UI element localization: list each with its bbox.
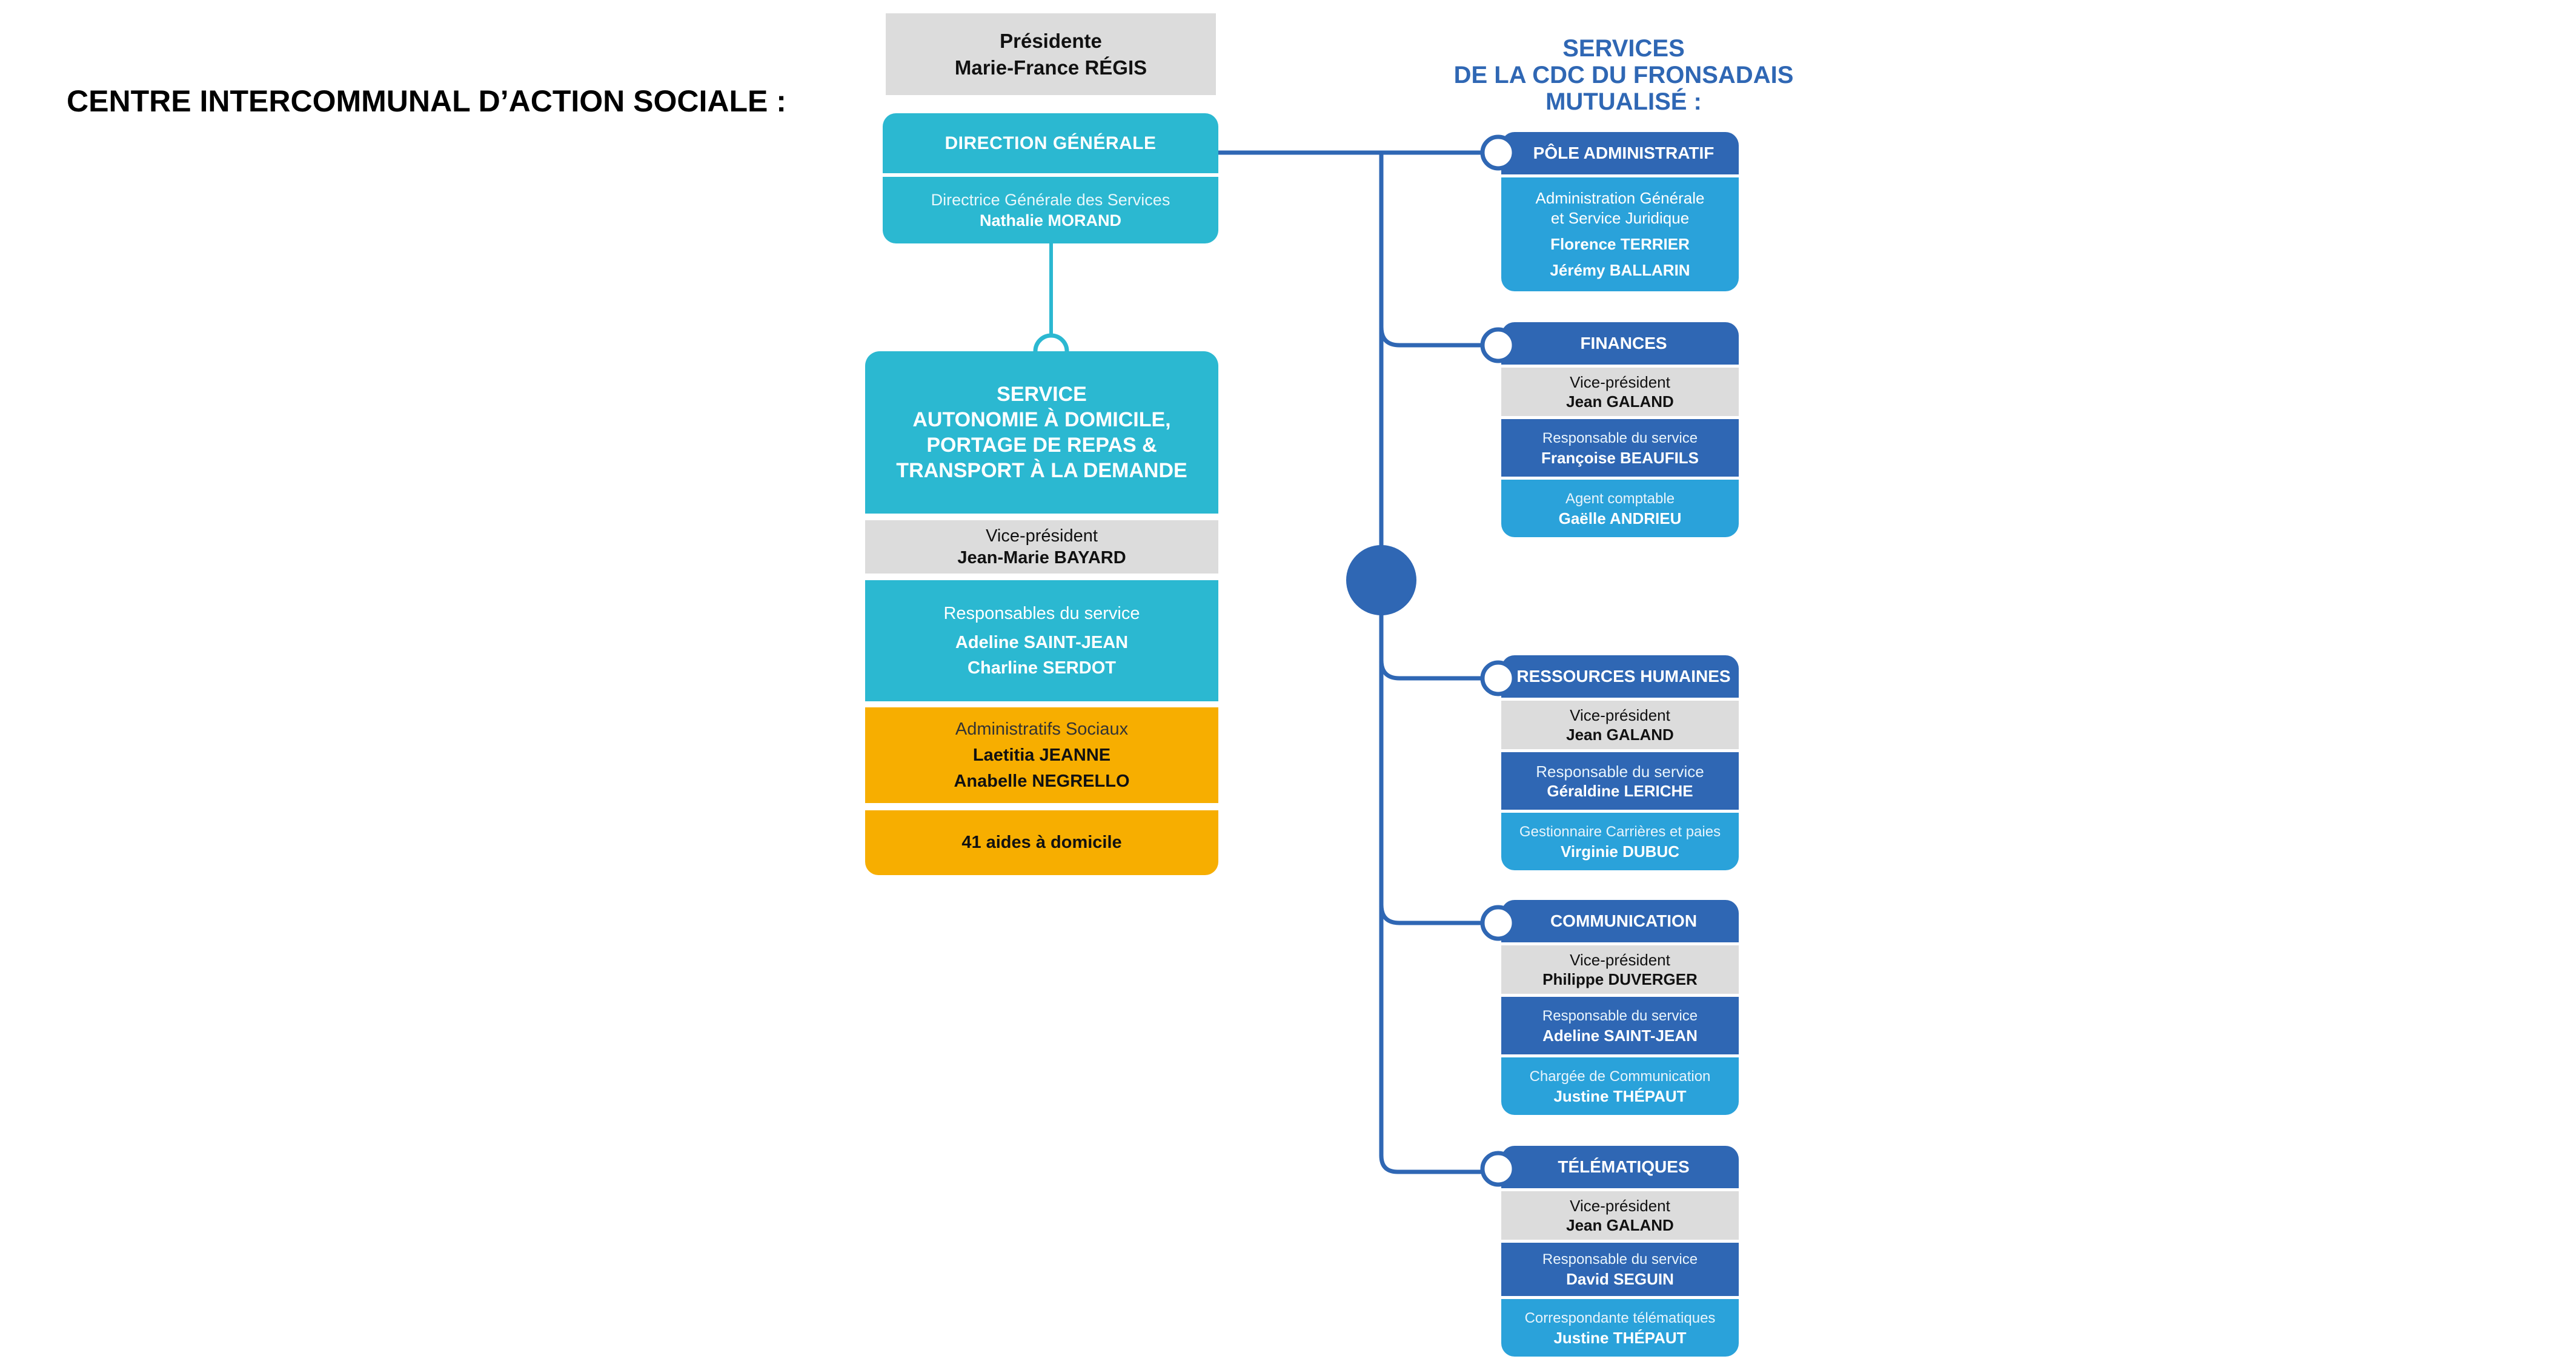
service-header: SERVICE AUTONOMIE À DOMICILE, PORTAGE DE… bbox=[865, 351, 1218, 514]
trunk-center-dot bbox=[1346, 545, 1416, 615]
tele-resp: Responsable du service David SEGUIN bbox=[1501, 1243, 1739, 1296]
finances-resp-name: Françoise BEAUFILS bbox=[1541, 448, 1699, 467]
direction-body: Directrice Générale des Services Nathali… bbox=[883, 177, 1218, 243]
service-vp-role: Vice-président bbox=[986, 526, 1098, 546]
page-title: CENTRE INTERCOMMUNAL D’ACTION SOCIALE : bbox=[67, 84, 786, 118]
pole-admin-desc: et Service Juridique bbox=[1550, 209, 1690, 227]
comm-extra-role: Chargée de Communication bbox=[1529, 1068, 1711, 1085]
service-administratifs: Administratifs Sociaux Laetitia JEANNE A… bbox=[865, 707, 1218, 803]
service-line: SERVICE bbox=[997, 383, 1087, 406]
president-name: Marie-France RÉGIS bbox=[954, 56, 1147, 79]
tele-extra-name: Justine THÉPAUT bbox=[1553, 1328, 1687, 1347]
services-title-line: DE LA CDC DU FRONSADAIS bbox=[1453, 62, 1794, 88]
rh-extra: Gestionnaire Carrières et paies Virginie… bbox=[1501, 813, 1739, 870]
rh-header: RESSOURCES HUMAINES bbox=[1501, 655, 1739, 698]
finances-extra: Agent comptable Gaëlle ANDRIEU bbox=[1501, 480, 1739, 537]
tele-extra: Correspondante télématiques Justine THÉP… bbox=[1501, 1299, 1739, 1357]
services-title: SERVICES DE LA CDC DU FRONSADAIS MUTUALI… bbox=[1442, 35, 1805, 115]
finances-resp: Responsable du service Françoise BEAUFIL… bbox=[1501, 419, 1739, 477]
pole-admin-desc: Administration Générale bbox=[1535, 189, 1705, 207]
tele-resp-role: Responsable du service bbox=[1542, 1251, 1698, 1268]
branch-rh bbox=[1379, 660, 1487, 681]
service-line: PORTAGE DE REPAS & bbox=[926, 434, 1157, 457]
finances-vp: Vice-président Jean GALAND bbox=[1501, 368, 1739, 416]
comm-header: COMMUNICATION bbox=[1501, 900, 1739, 942]
pole-admin-name: Jérémy BALLARIN bbox=[1550, 261, 1690, 279]
pole-admin-header: PÔLE ADMINISTRATIF bbox=[1501, 132, 1739, 174]
tele-vp: Vice-président Jean GALAND bbox=[1501, 1191, 1739, 1240]
finances-vp-role: Vice-président bbox=[1570, 373, 1670, 391]
branch-finances bbox=[1379, 326, 1487, 348]
comm-extra-name: Justine THÉPAUT bbox=[1553, 1086, 1687, 1105]
service-resp-name: Adeline SAINT-JEAN bbox=[955, 633, 1129, 652]
service-adm-name: Laetitia JEANNE bbox=[972, 745, 1111, 765]
rh-vp-name: Jean GALAND bbox=[1566, 726, 1674, 744]
service-line: TRANSPORT À LA DEMANDE bbox=[896, 459, 1187, 482]
rh-extra-name: Virginie DUBUC bbox=[1561, 842, 1679, 861]
service-adm-role: Administratifs Sociaux bbox=[955, 719, 1129, 739]
service-responsables: Responsables du service Adeline SAINT-JE… bbox=[865, 580, 1218, 701]
rh-vp-role: Vice-président bbox=[1570, 706, 1670, 724]
finances-resp-role: Responsable du service bbox=[1542, 429, 1698, 446]
comm-resp-role: Responsable du service bbox=[1542, 1007, 1698, 1024]
finances-extra-name: Gaëlle ANDRIEU bbox=[1558, 509, 1682, 527]
direction-header: DIRECTION GÉNÉRALE bbox=[883, 113, 1218, 173]
finances-header: FINANCES bbox=[1501, 322, 1739, 365]
rh-resp-name: Géraldine LERICHE bbox=[1547, 781, 1693, 800]
services-title-line: MUTUALISÉ : bbox=[1545, 88, 1702, 115]
direction-role: Directrice Générale des Services bbox=[931, 191, 1170, 209]
comm-vp-role: Vice-président bbox=[1570, 951, 1670, 969]
rh-resp-role: Responsable du service bbox=[1536, 762, 1704, 781]
service-adm-name: Anabelle NEGRELLO bbox=[954, 771, 1130, 791]
service-vp-name: Jean-Marie BAYARD bbox=[957, 548, 1126, 567]
direction-name: Nathalie MORAND bbox=[979, 211, 1122, 230]
tele-header: TÉLÉMATIQUES bbox=[1501, 1146, 1739, 1188]
service-aides: 41 aides à domicile bbox=[865, 810, 1218, 875]
comm-resp: Responsable du service Adeline SAINT-JEA… bbox=[1501, 997, 1739, 1054]
rh-extra-role: Gestionnaire Carrières et paies bbox=[1519, 823, 1721, 840]
rh-vp: Vice-président Jean GALAND bbox=[1501, 701, 1739, 749]
tele-extra-role: Correspondante télématiques bbox=[1524, 1309, 1716, 1326]
pole-admin-name: Florence TERRIER bbox=[1550, 235, 1690, 253]
service-resp-role: Responsables du service bbox=[943, 604, 1140, 623]
pole-admin-body: Administration Générale et Service Jurid… bbox=[1501, 177, 1739, 291]
comm-vp-name: Philippe DUVERGER bbox=[1542, 970, 1698, 988]
finances-vp-name: Jean GALAND bbox=[1566, 392, 1674, 411]
tele-vp-role: Vice-président bbox=[1570, 1197, 1670, 1215]
president-box: Présidente Marie-France RÉGIS bbox=[886, 13, 1216, 95]
services-title-line: SERVICES bbox=[1562, 35, 1685, 62]
comm-resp-name: Adeline SAINT-JEAN bbox=[1542, 1026, 1698, 1045]
trunk-line bbox=[1379, 153, 1487, 1174]
branch-comm bbox=[1379, 904, 1487, 925]
rh-resp: Responsable du service Géraldine LERICHE bbox=[1501, 752, 1739, 810]
president-role: Présidente bbox=[1000, 29, 1102, 52]
tele-vp-name: Jean GALAND bbox=[1566, 1216, 1674, 1234]
tele-resp-name: David SEGUIN bbox=[1566, 1270, 1674, 1288]
service-line: AUTONOMIE À DOMICILE, bbox=[912, 408, 1171, 431]
service-resp-name: Charline SERDOT bbox=[968, 658, 1116, 678]
finances-extra-role: Agent comptable bbox=[1565, 490, 1675, 507]
service-vp: Vice-président Jean-Marie BAYARD bbox=[865, 520, 1218, 574]
comm-vp: Vice-président Philippe DUVERGER bbox=[1501, 945, 1739, 994]
comm-extra: Chargée de Communication Justine THÉPAUT bbox=[1501, 1057, 1739, 1115]
